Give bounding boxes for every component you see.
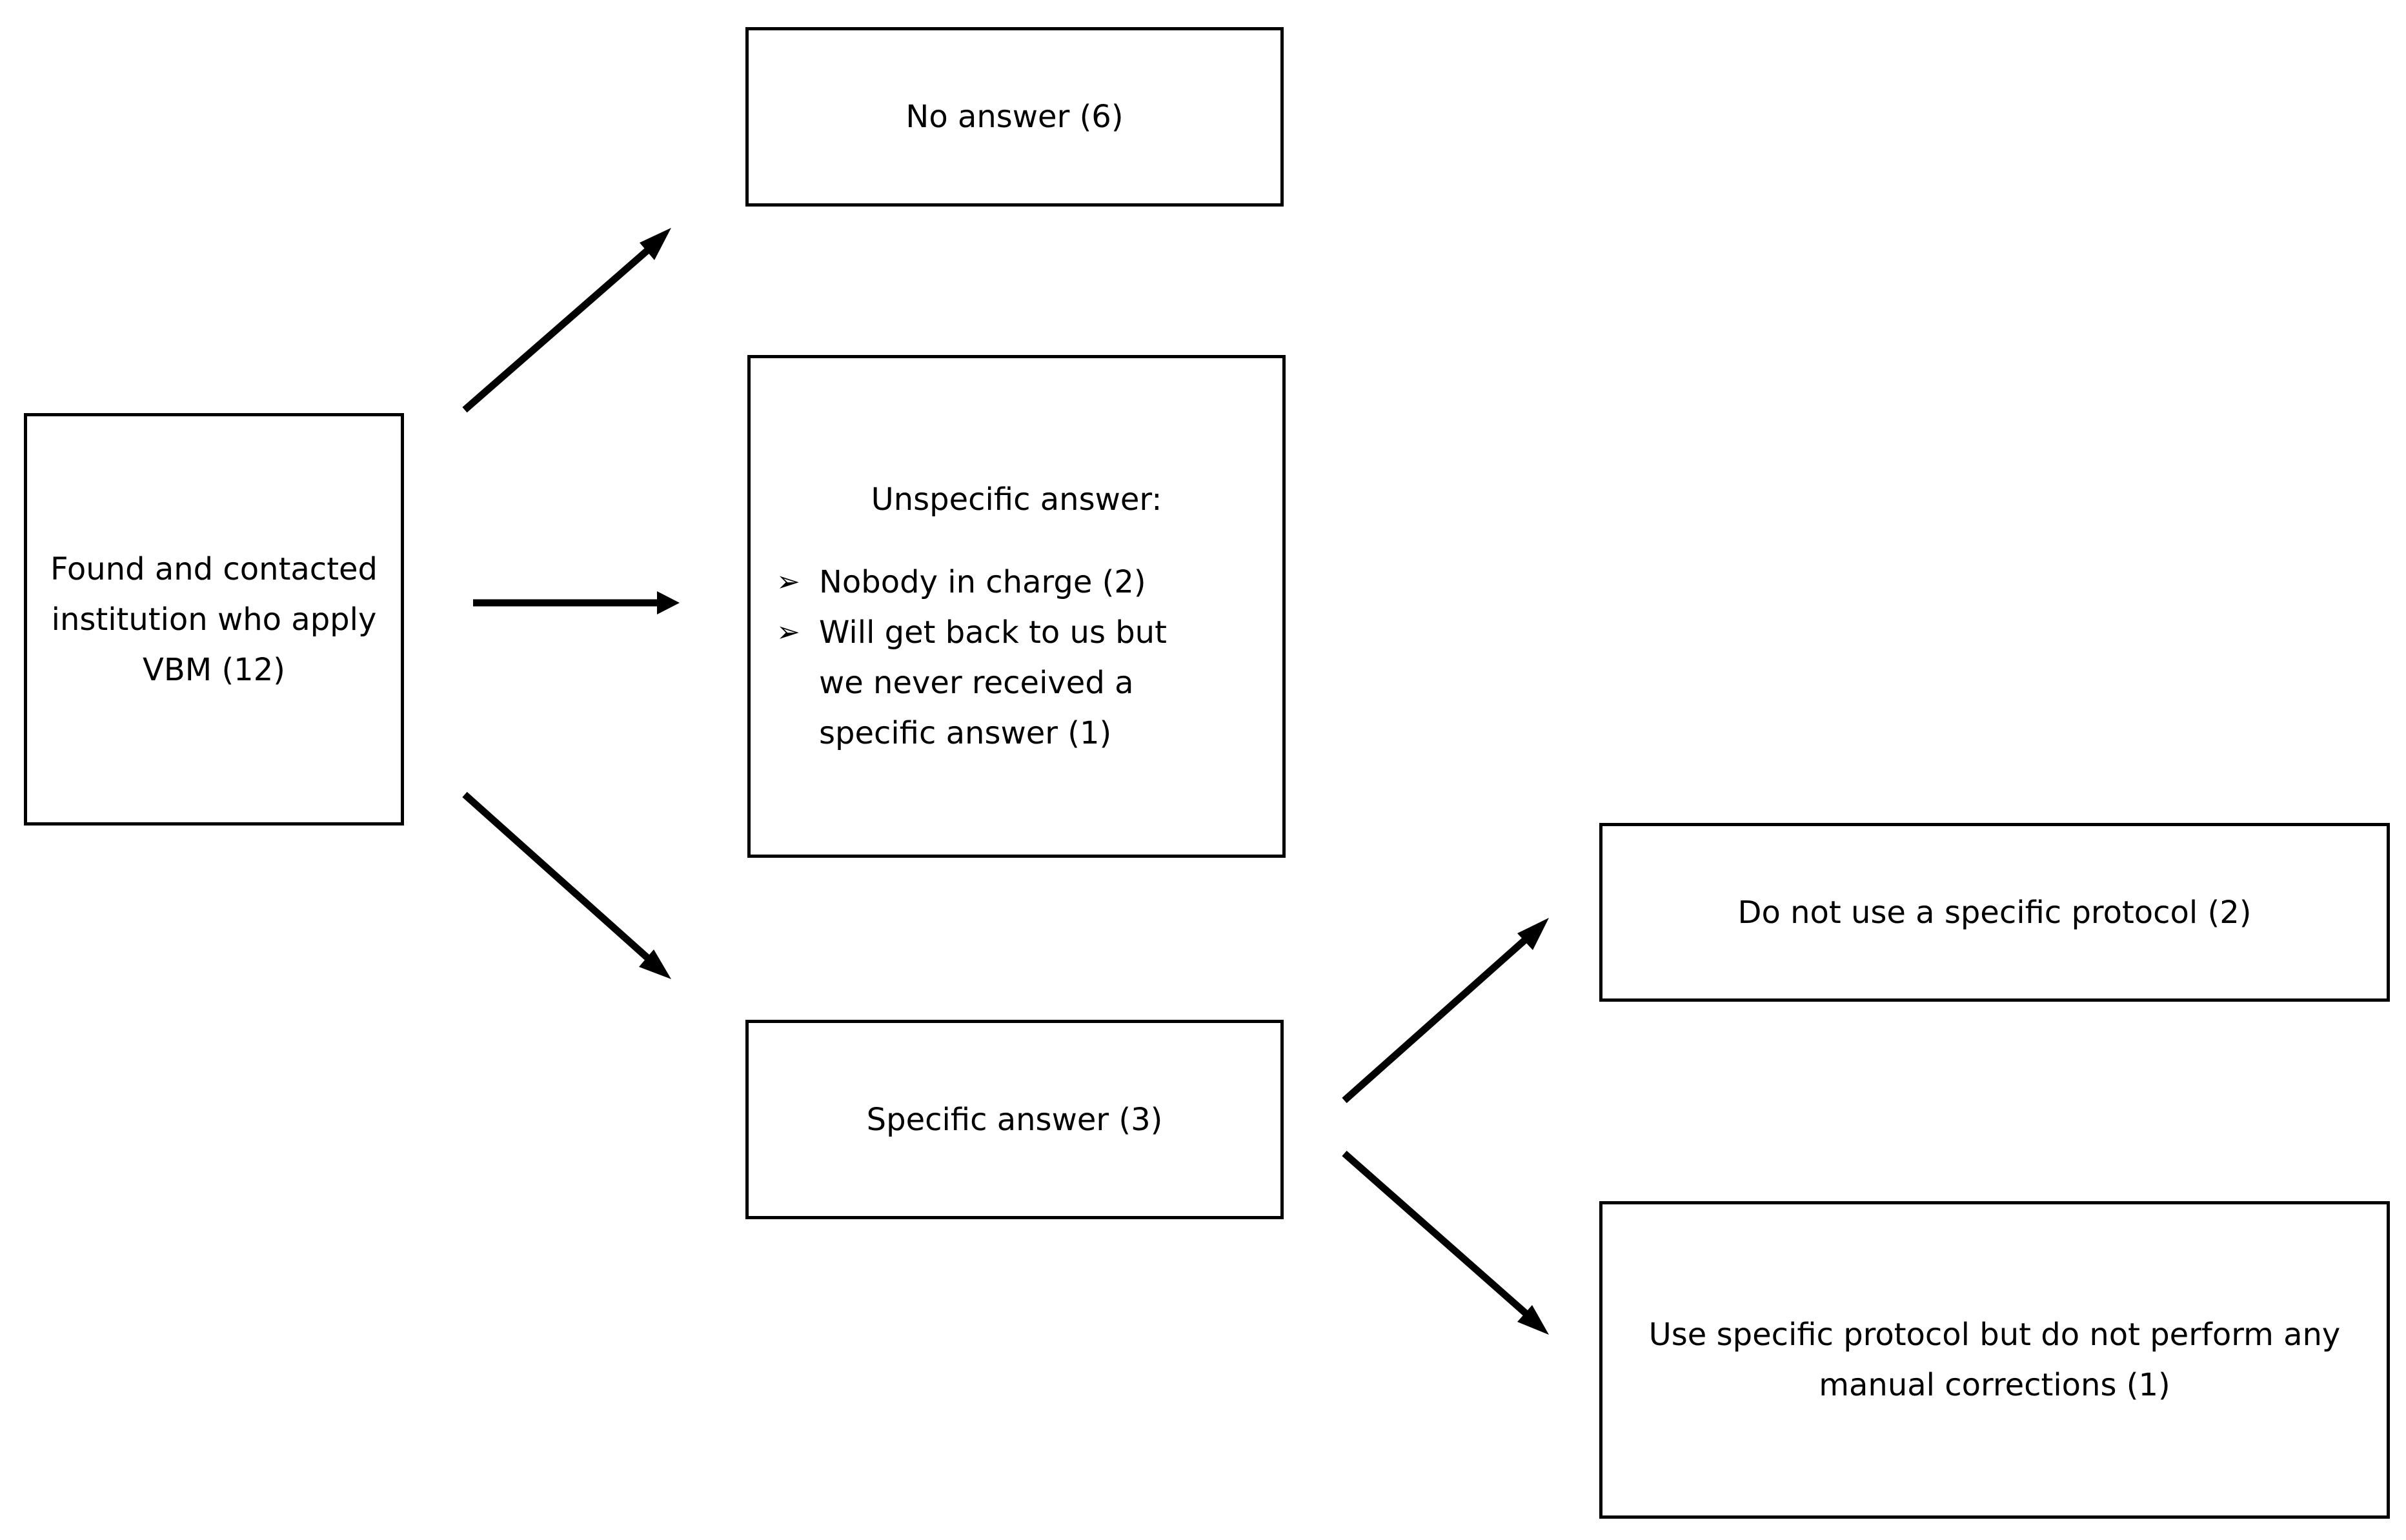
unspecific-answer-list: ➢ Nobody in charge (2) ➢ Will get back t… (751, 557, 1282, 758)
arrow-specific-to-protocol (1342, 1150, 1549, 1335)
arrow-specific-to-no-protocol (1342, 918, 1549, 1104)
list-item: ➢ Nobody in charge (2) (776, 557, 1282, 607)
arrow-source-to-unspecific (473, 591, 680, 614)
no-protocol-node: Do not use a specific protocol (2) (1599, 823, 2390, 1002)
protocol-node-label: Use specific protocol but do not perform… (1648, 1317, 2341, 1403)
list-item: ➢ Will get back to us but we never recei… (776, 607, 1282, 758)
source-node: Found and contacted institution who appl… (24, 413, 404, 826)
list-item-text: Will get back to us but we never receive… (819, 614, 1167, 751)
specific-answer-node: Specific answer (3) (745, 1020, 1284, 1219)
specific-answer-node-label: Specific answer (3) (866, 1101, 1163, 1138)
arrow-bullet-icon: ➢ (776, 616, 800, 649)
no-answer-node: No answer (6) (745, 27, 1284, 207)
arrow-source-to-specific (462, 791, 671, 979)
list-item-text: Nobody in charge (2) (819, 564, 1146, 600)
no-protocol-node-label: Do not use a specific protocol (2) (1737, 894, 2252, 931)
arrow-bullet-icon: ➢ (776, 565, 800, 598)
no-answer-node-label: No answer (6) (905, 99, 1124, 135)
arrow-source-to-no-answer (462, 228, 671, 413)
source-node-label: Found and contacted institution who appl… (50, 551, 378, 688)
unspecific-answer-heading: Unspecific answer: (871, 481, 1162, 518)
protocol-node: Use specific protocol but do not perform… (1599, 1201, 2390, 1519)
unspecific-answer-node: Unspecific answer: ➢ Nobody in charge (2… (747, 355, 1286, 858)
